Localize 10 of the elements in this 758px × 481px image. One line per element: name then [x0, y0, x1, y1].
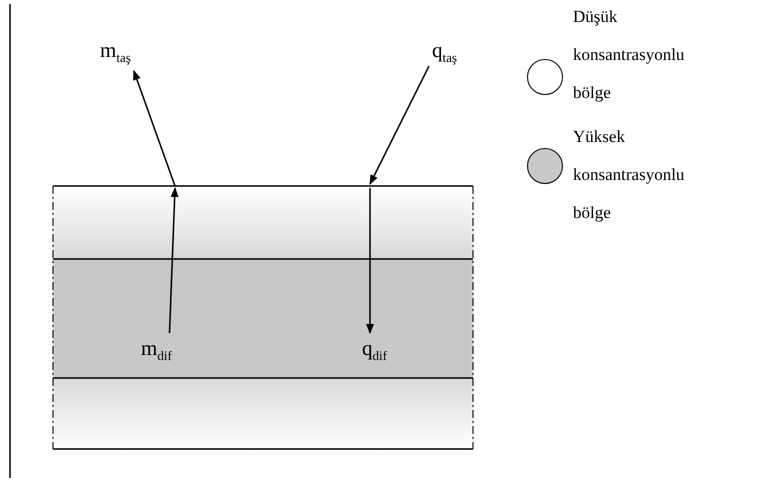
flux-label: m$_{dif}$ — [141, 336, 172, 368]
arrow — [369, 66, 430, 185]
arrow — [366, 188, 374, 334]
flux-label: m$_{taş}$ — [100, 38, 131, 70]
arrow — [133, 70, 176, 186]
flux-label: q$_{dif}$ — [362, 336, 387, 368]
legend-text: Yüksek konsantrasyonlu bölge — [573, 126, 686, 224]
flux-label: q$_{taş}$ — [432, 38, 457, 70]
legend-text: Düşük konsantrasyonlu bölge — [573, 6, 686, 104]
arrow — [168, 187, 179, 334]
